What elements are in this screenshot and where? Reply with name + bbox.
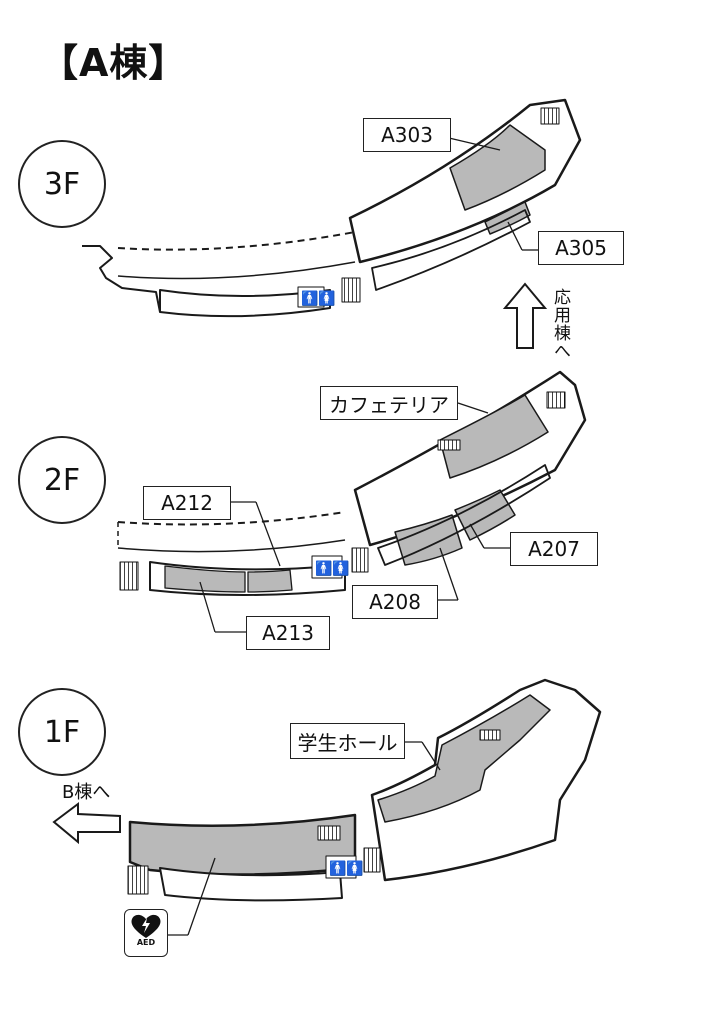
room-label-a303[interactable]: A303 [363, 118, 451, 152]
room-label-a213[interactable]: A213 [246, 616, 330, 650]
room-a305 [484, 201, 531, 235]
aed-label: AED [136, 938, 156, 947]
floor-2f-badge: 2F [18, 436, 106, 524]
room-a212 [247, 569, 293, 593]
floor-3f-plan: 🚹🚺 [82, 98, 582, 318]
room-label-a212[interactable]: A212 [143, 486, 231, 520]
room-a207 [454, 489, 516, 541]
floor-3f-badge: 3F [18, 140, 106, 228]
floor-1f-plan: 🚹🚺 [127, 678, 602, 902]
restroom-icon: 🚹🚺 [301, 290, 336, 307]
restroom-icon: 🚹🚺 [315, 560, 350, 577]
room-a303 [449, 124, 546, 211]
restroom-icon: 🚹🚺 [329, 860, 364, 877]
floor-1f-badge: 1F [18, 688, 106, 776]
page-title: 【A棟】 [40, 41, 188, 85]
room-a208 [394, 514, 463, 566]
room-cafeteria [439, 394, 549, 479]
room-label-a305[interactable]: A305 [538, 231, 624, 265]
room-label-a208[interactable]: A208 [352, 585, 438, 619]
room-student-hall [377, 694, 551, 823]
arrow-left-icon [52, 802, 121, 845]
heart-bolt-icon [131, 914, 161, 938]
aed-marker[interactable]: AED [124, 909, 168, 957]
room-a213 [164, 565, 246, 593]
room-label-a207[interactable]: A207 [510, 532, 598, 566]
arrow-up-icon [502, 282, 548, 349]
room-label-cafeteria[interactable]: カフェテリア [320, 386, 458, 420]
room-label-student-hall[interactable]: 学生ホール [290, 723, 405, 759]
direction-to-oyo: 応用棟へ [550, 288, 570, 360]
floor-2f-plan: 🚹🚺 [117, 370, 587, 596]
direction-to-b: B棟へ [62, 782, 111, 803]
